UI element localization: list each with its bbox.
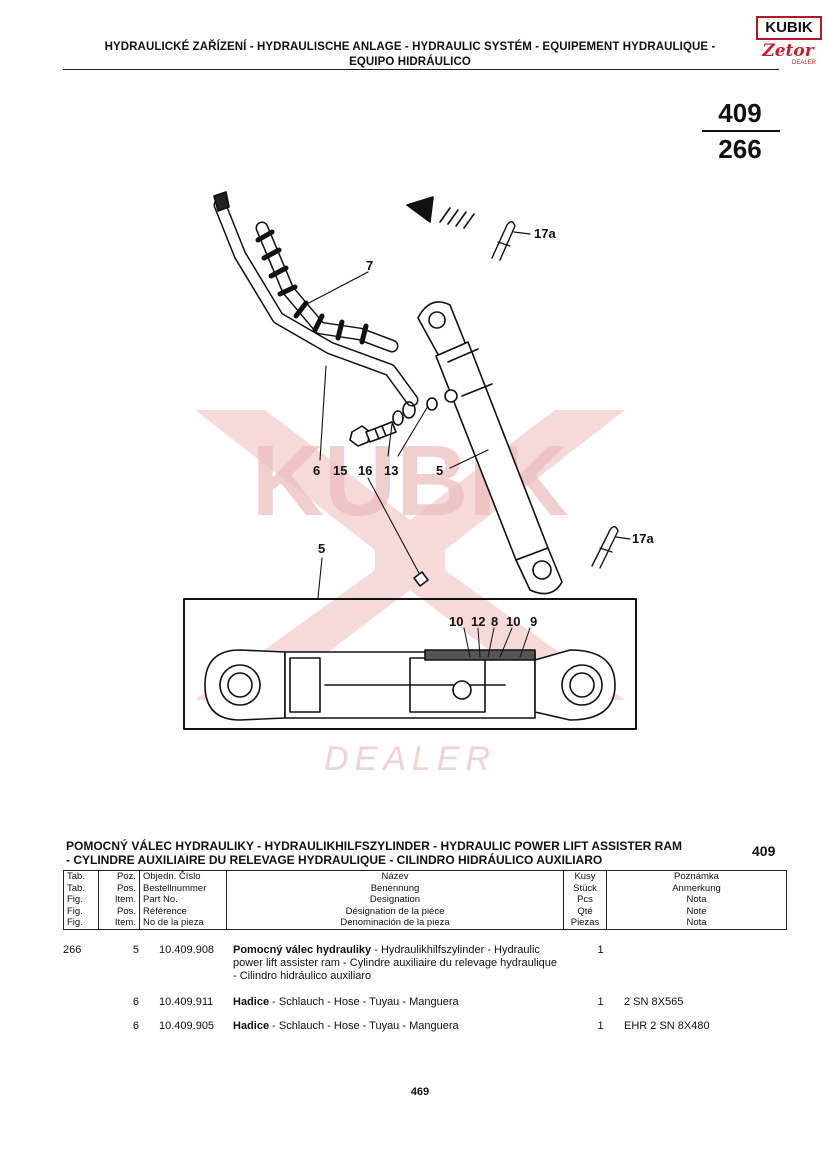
parts-table-header: Tab.Tab.Fig.Fig.Fig. Poz.Pos.Item.Pos.It… bbox=[63, 870, 787, 930]
cell-qty: 1 bbox=[597, 1020, 604, 1032]
cell-name: Pomocný válec hydrauliky - Hydraulikhilf… bbox=[233, 944, 558, 982]
cell-note: 2 SN 8X565 bbox=[624, 996, 684, 1008]
kubik-zetor-logo: KUBIK Zetor DEALER bbox=[756, 16, 822, 66]
cell-qty: 1 bbox=[597, 996, 604, 1008]
logo-tag: DEALER bbox=[791, 60, 816, 66]
hose-6 bbox=[213, 191, 419, 407]
footer-page-number: 469 bbox=[410, 1086, 430, 1098]
page-ref-rule bbox=[702, 130, 780, 132]
section-title: POMOCNÝ VÁLEC HYDRAULIKY - HYDRAULIKHILF… bbox=[66, 839, 756, 867]
callout-17a-top: 17a bbox=[534, 226, 556, 241]
callout-5-detail: 5 bbox=[318, 541, 325, 556]
header-rule bbox=[63, 69, 779, 70]
page-header-title: HYDRAULICKÉ ZAŘÍZENÍ - HYDRAULISCHE ANLA… bbox=[60, 40, 760, 70]
callout-15: 15 bbox=[333, 463, 347, 478]
logo-brand: KUBIK bbox=[756, 16, 822, 40]
logo-subbrand: Zetor bbox=[762, 41, 814, 61]
hose-7 bbox=[255, 221, 399, 353]
callout-17a-right: 17a bbox=[632, 531, 654, 546]
callout-7: 7 bbox=[366, 258, 373, 273]
callout-6: 6 bbox=[313, 463, 320, 478]
cell-name: Hadice - Schlauch - Hose - Tuyau - Mangu… bbox=[233, 996, 459, 1008]
banjo-bolt-icon bbox=[349, 421, 397, 447]
cell-poz: 6 bbox=[132, 1020, 139, 1032]
col-poz: Poz.Pos.Item.Pos.Item. bbox=[98, 870, 140, 930]
col-tab: Tab.Tab.Fig.Fig.Fig. bbox=[63, 870, 99, 930]
cell-part-number: 10.409.905 bbox=[159, 1020, 215, 1032]
washer-icon bbox=[392, 410, 404, 426]
page-ref-top: 409 bbox=[718, 98, 762, 128]
page-ref-bottom: 266 bbox=[718, 134, 762, 164]
watermark-tag: DEALER bbox=[324, 740, 496, 778]
callout-8: 8 bbox=[491, 614, 498, 629]
cell-poz: 5 bbox=[132, 944, 139, 956]
callout-10a: 10 bbox=[449, 614, 463, 629]
cell-qty: 1 bbox=[597, 944, 604, 956]
ram-cross-section bbox=[204, 649, 616, 721]
washer-icon bbox=[426, 397, 438, 411]
section-number: 409 bbox=[752, 843, 776, 859]
callout-12: 12 bbox=[471, 614, 485, 629]
exploded-parts-diagram: 7 17a 17a 6 15 16 13 5 5 10 12 8 10 9 bbox=[183, 191, 654, 730]
banjo-fitting-icon bbox=[402, 401, 416, 419]
cell-part-number: 10.409.908 bbox=[159, 944, 215, 956]
callout-13: 13 bbox=[384, 463, 398, 478]
hydraulic-ram bbox=[417, 301, 563, 595]
cell-poz: 6 bbox=[132, 996, 139, 1008]
cell-note: EHR 2 SN 8X480 bbox=[624, 1020, 710, 1032]
cell-part-number: 10.409.911 bbox=[159, 996, 214, 1008]
section-title-line2: - CYLINDRE AUXILIAIRE DU RELEVAGE HYDRAU… bbox=[66, 853, 603, 867]
cross-section-box bbox=[183, 598, 637, 730]
header-title-line1: HYDRAULICKÉ ZAŘÍZENÍ - HYDRAULISCHE ANLA… bbox=[104, 41, 716, 53]
callout-16: 16 bbox=[358, 463, 372, 478]
cotter-pin-icon bbox=[491, 221, 531, 261]
section-title-line1: POMOCNÝ VÁLEC HYDRAULIKY - HYDRAULIKHILF… bbox=[66, 839, 683, 853]
direction-arrow-icon bbox=[406, 196, 475, 229]
callout-5-ram: 5 bbox=[436, 463, 443, 478]
cell-name: Hadice - Schlauch - Hose - Tuyau - Mangu… bbox=[233, 1020, 459, 1032]
header-title-line2: EQUIPO HIDRÁULICO bbox=[349, 56, 471, 68]
cotter-pin-icon bbox=[591, 526, 631, 569]
callout-10b: 10 bbox=[506, 614, 520, 629]
cell-tab: 266 bbox=[63, 944, 82, 956]
callout-9: 9 bbox=[530, 614, 537, 629]
